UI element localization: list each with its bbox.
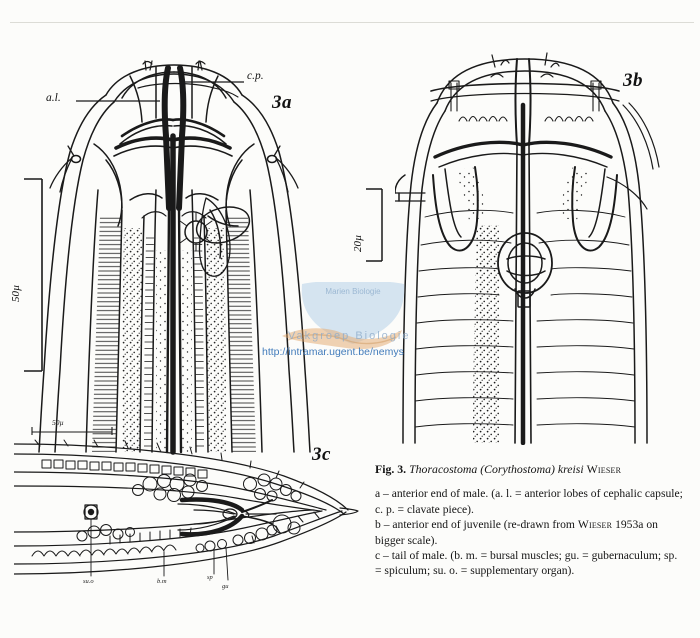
watermark-url: http://intramar.ugent.be/nemys [262, 346, 404, 358]
caption-taxon: Thoracostoma (Corythostoma) kreisi [409, 462, 584, 476]
figure-caption: Fig. 3. Thoracostoma (Corythostoma) krei… [375, 462, 683, 579]
annotation-al-3a: a.l. [46, 92, 61, 104]
panel-3c-drawing [14, 439, 359, 581]
annotation-bm-3c: b.m [157, 578, 167, 585]
scale-bar-3a [24, 178, 43, 372]
caption-entry-b-authority: Wieser [577, 518, 613, 532]
scale-bar-label-3a: 50µ [10, 284, 22, 302]
annotation-suo-3c: su.o [83, 578, 94, 585]
scale-bar-3c [31, 427, 113, 435]
caption-entry-a-text: a – anterior end of male. (a. l. = anter… [375, 487, 683, 516]
watermark-organization: Vakgroep Biologie [288, 330, 411, 342]
caption-title: Fig. 3. Thoracostoma (Corythostoma) krei… [375, 462, 683, 477]
scale-bar-label-3c: 50µ [52, 418, 64, 427]
leader-line-al [76, 100, 160, 102]
scale-bar-label-3b: 20µ [352, 234, 364, 252]
caption-entry-b-pre: b – anterior end of juvenile (re-drawn f… [375, 518, 578, 532]
scale-bar-3b [366, 188, 383, 262]
panel-label-3a: 3a [272, 92, 292, 113]
panel-label-3c: 3c [312, 444, 331, 465]
caption-entry-b-post: 1953a on bigger scale). [375, 518, 658, 547]
annotation-gu-3c: gu [222, 583, 229, 590]
caption-entry-c-text: c – tail of male. (b. m. = bursal muscle… [375, 549, 678, 578]
caption-authority: Wieser [586, 462, 622, 476]
top-rule-divider [10, 22, 694, 23]
caption-fig-number: Fig. 3. [375, 462, 407, 476]
caption-entry-c: c – tail of male. (b. m. = bursal muscle… [375, 548, 683, 579]
panel-3a-drawing [38, 60, 311, 455]
panel-3b-drawing [395, 52, 660, 445]
leader-line-cp [182, 81, 244, 83]
annotation-cp-3a: c.p. [247, 70, 264, 82]
caption-entry-b: b – anterior end of juvenile (re-drawn f… [375, 517, 683, 548]
panel-label-3b: 3b [623, 70, 643, 91]
caption-entry-a: a – anterior end of male. (a. l. = anter… [375, 486, 683, 517]
annotation-sp-3c: sp [207, 574, 213, 581]
